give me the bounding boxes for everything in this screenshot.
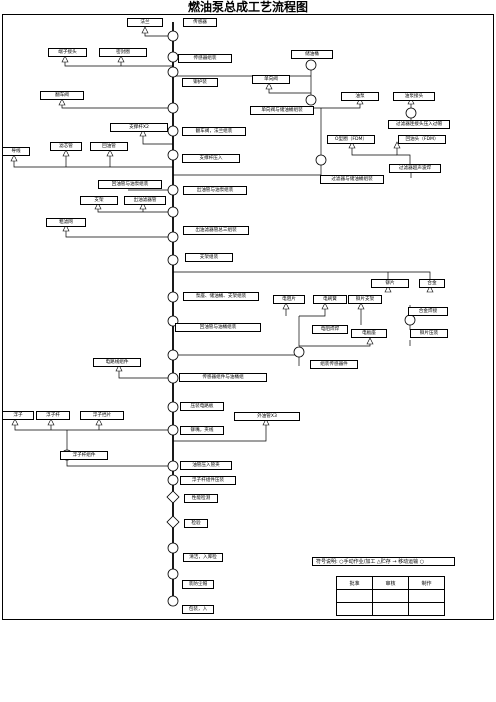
part-box: 油泵接头 [393, 92, 435, 101]
part-box: 浮子挡片 [80, 411, 124, 420]
station-box: 出油滤器管总三组装 [183, 226, 249, 235]
part-box: 支架 [80, 196, 118, 205]
part-box: 浮子杆 [36, 411, 70, 420]
review-cell-2 [372, 602, 409, 616]
station-box: 油管压入管夹 [180, 461, 232, 470]
part-box: 回油管与油泵组装 [98, 180, 162, 189]
part-box: O型圈（FDM） [327, 135, 375, 144]
part-box: 浮子杆组件 [60, 451, 108, 460]
approval-table: 批准 审核 制作 [336, 576, 445, 616]
station-box: 铆护装 [182, 78, 218, 87]
part-box: 过滤器与储油桶组装 [320, 175, 384, 184]
part-box: 电路线组件 [93, 358, 141, 367]
station-box: 浮子杆组件压装 [180, 476, 236, 485]
part-box: 铆片压装 [410, 329, 448, 338]
make-header: 制作 [408, 576, 445, 590]
part-box: 端子接头 [48, 48, 87, 57]
part-box: 合金 [419, 279, 445, 288]
review-header: 审核 [372, 576, 409, 590]
part-box: 油泵 [341, 92, 379, 101]
make-cell [408, 589, 445, 603]
part-box: 回油管 [90, 142, 128, 151]
station-box: 铆嘴，夹线 [180, 426, 224, 435]
make-cell-2 [408, 602, 445, 616]
part-box: 滤芯管 [50, 142, 82, 151]
station-box: 检验 [184, 519, 208, 528]
station-box: 支撑杆压入 [182, 154, 240, 163]
part-box: 粗滤网 [46, 218, 86, 227]
diagram-frame [2, 14, 494, 620]
approve-header: 批准 [336, 576, 373, 590]
approve-cell-2 [336, 602, 373, 616]
part-box: 回油头（FDM） [398, 135, 446, 144]
approve-cell [336, 589, 373, 603]
station-box: 压装电路板 [180, 402, 224, 411]
part-box: 铆片 [371, 279, 409, 288]
station-box: 性能检测 [184, 494, 218, 503]
part-box: 电阻焊焊 [312, 325, 348, 334]
part-box: 组装传感器件 [310, 360, 358, 369]
part-box: 电阻片 [273, 295, 305, 304]
station-box: 出油管与油泵组装 [183, 186, 247, 195]
review-cell [372, 589, 409, 603]
part-box: 支撑杆X2 [110, 123, 168, 132]
part-box: 出油滤器管 [124, 196, 166, 205]
station-box: 传感器组件与油桶组 [179, 373, 267, 382]
station-box: 传感器 [183, 18, 217, 27]
part-box: 单向阀与储油桶组装 [250, 106, 314, 115]
station-box: 传感器组装 [178, 54, 232, 63]
station-box: 翻车阀，法兰组装 [182, 127, 246, 136]
part-box: 单向阀 [252, 75, 290, 84]
part-box: 密封圈 [99, 48, 147, 57]
part-box: 铆片支架 [348, 295, 382, 304]
symbol-legend: 符号说明: ○手动作业/加工 △贮存 → 移动运输 ○ [312, 557, 455, 566]
page-title: 燃油泵总成工艺流程图 [187, 0, 308, 14]
part-box: 导线 [2, 147, 30, 156]
station-box: 清洁，入库检 [183, 553, 223, 562]
part-box: 合金焊接 [408, 307, 448, 316]
part-box: 浮子 [2, 411, 34, 420]
part-box: 翻车阀 [40, 91, 84, 100]
station-box: 装防尘帽 [182, 580, 214, 589]
part-box: 储油桶 [291, 50, 333, 59]
station-box: 包装，入 [182, 605, 214, 614]
station-box: 支架组装 [185, 253, 233, 262]
part-box: 电刷簧 [313, 295, 347, 304]
part-box: 过滤器超声波焊 [389, 164, 441, 173]
part-box: 电板座 [351, 329, 387, 338]
station-box: 回油管与油桶组装 [175, 323, 261, 332]
part-box: 法兰 [127, 18, 163, 27]
part-box: 外油管X3 [234, 412, 300, 421]
station-box: 泵座、储油桶、支架组装 [183, 292, 259, 301]
part-box: 过滤器连接头压入过帽 [388, 120, 450, 129]
